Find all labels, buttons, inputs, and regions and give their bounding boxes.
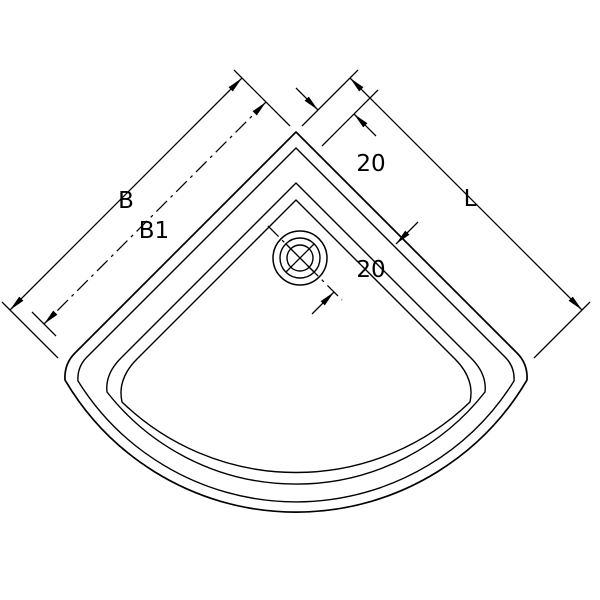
dimension-b1-arrow-bottom (44, 310, 58, 324)
dimension-b1-arrow-top (252, 102, 266, 116)
tray-outer-edge (64, 131, 528, 513)
dimension-20-top-label: 20 (356, 151, 385, 177)
dimension-l-arrow-top (350, 78, 364, 92)
dimension-b: B (1, 69, 291, 359)
drain-cross-line-2 (285, 243, 315, 273)
dimension-b-label: B (118, 188, 134, 214)
drain-centerline (267, 225, 343, 301)
dimension-b-arrow-top (228, 78, 242, 92)
drain-outer-ring (272, 230, 328, 286)
dimension-b1-line (43, 101, 267, 325)
shower-tray (64, 131, 528, 513)
dimension-b1-label: B1 (139, 218, 169, 244)
dimension-20-top-extension (321, 89, 379, 147)
dimension-l-label: L (464, 186, 477, 212)
dimension-l-extension-top (301, 69, 359, 127)
dimension-b-extension-bottom (1, 301, 59, 359)
dimension-l-arrow-bottom (568, 296, 582, 310)
tray-floor-edge (120, 199, 472, 474)
dimension-b-line (9, 77, 243, 311)
dimension-20-drain-arrow-1 (396, 230, 410, 244)
drain-with-cross-icon (272, 230, 328, 286)
drain-inner-ring (286, 244, 314, 272)
dimension-l-extension-bottom (533, 301, 591, 359)
dimension-b1: B1 (31, 101, 267, 337)
dimension-b-extension-top (233, 69, 291, 127)
dimension-20-top: 20 (295, 87, 386, 177)
dimension-l: L (301, 69, 591, 359)
dimension-20-drain-label: 20 (356, 257, 385, 283)
dimension-20-top-arrow-1 (304, 96, 318, 110)
dimension-20-top-arrow-2 (354, 114, 368, 128)
dimension-20-drain: 20 (267, 221, 419, 315)
drain-middle-ring (279, 237, 321, 279)
tray-rim-inner-edge (77, 147, 515, 503)
dimension-l-line (349, 77, 583, 311)
dimension-20-drain-arrow-2 (320, 292, 334, 306)
tray-wall-top-edge (106, 182, 486, 485)
dimension-b-arrow-bottom (10, 296, 24, 310)
